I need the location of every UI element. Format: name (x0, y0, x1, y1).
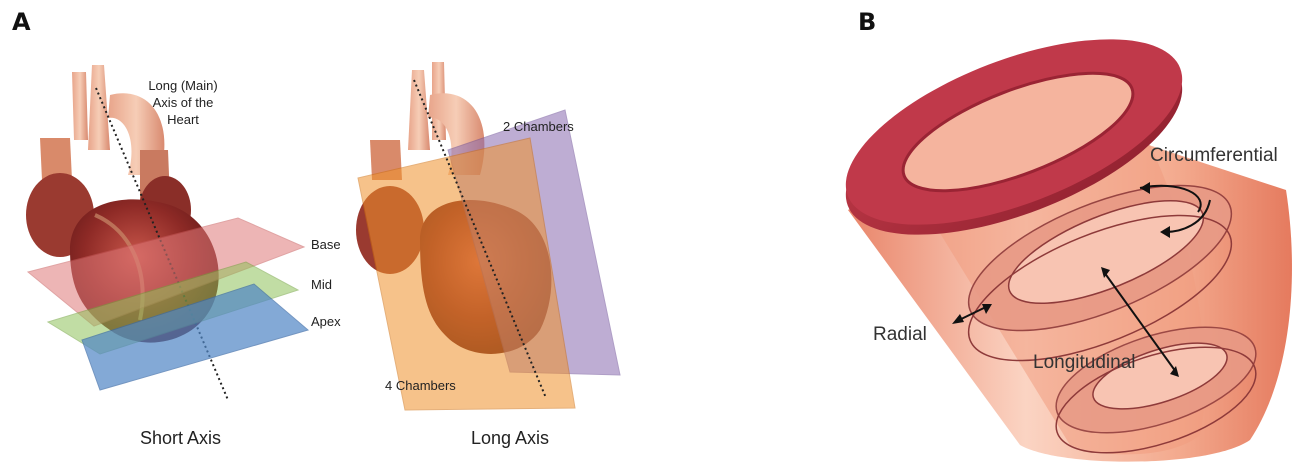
long-axis-label-line-3: Heart (143, 111, 223, 128)
short-axis-caption: Short Axis (140, 428, 221, 449)
longitudinal-label: Longitudinal (1033, 352, 1135, 374)
four-chambers-label: 4 Chambers (385, 378, 456, 393)
base-plane-label: Base (311, 237, 341, 252)
long-axis-caption: Long Axis (471, 428, 549, 449)
radial-label: Radial (873, 324, 927, 346)
mid-plane-label: Mid (311, 277, 332, 292)
long-axis-label-line-1: Long (Main) (143, 77, 223, 94)
circumferential-label: Circumferential (1150, 145, 1278, 167)
long-axis-label: Long (Main) Axis of the Heart (143, 77, 223, 128)
apex-plane-label: Apex (311, 314, 341, 329)
left-ventricle-model (822, 1, 1292, 469)
long-axis-label-line-2: Axis of the (143, 94, 223, 111)
two-chambers-label: 2 Chambers (503, 119, 574, 134)
